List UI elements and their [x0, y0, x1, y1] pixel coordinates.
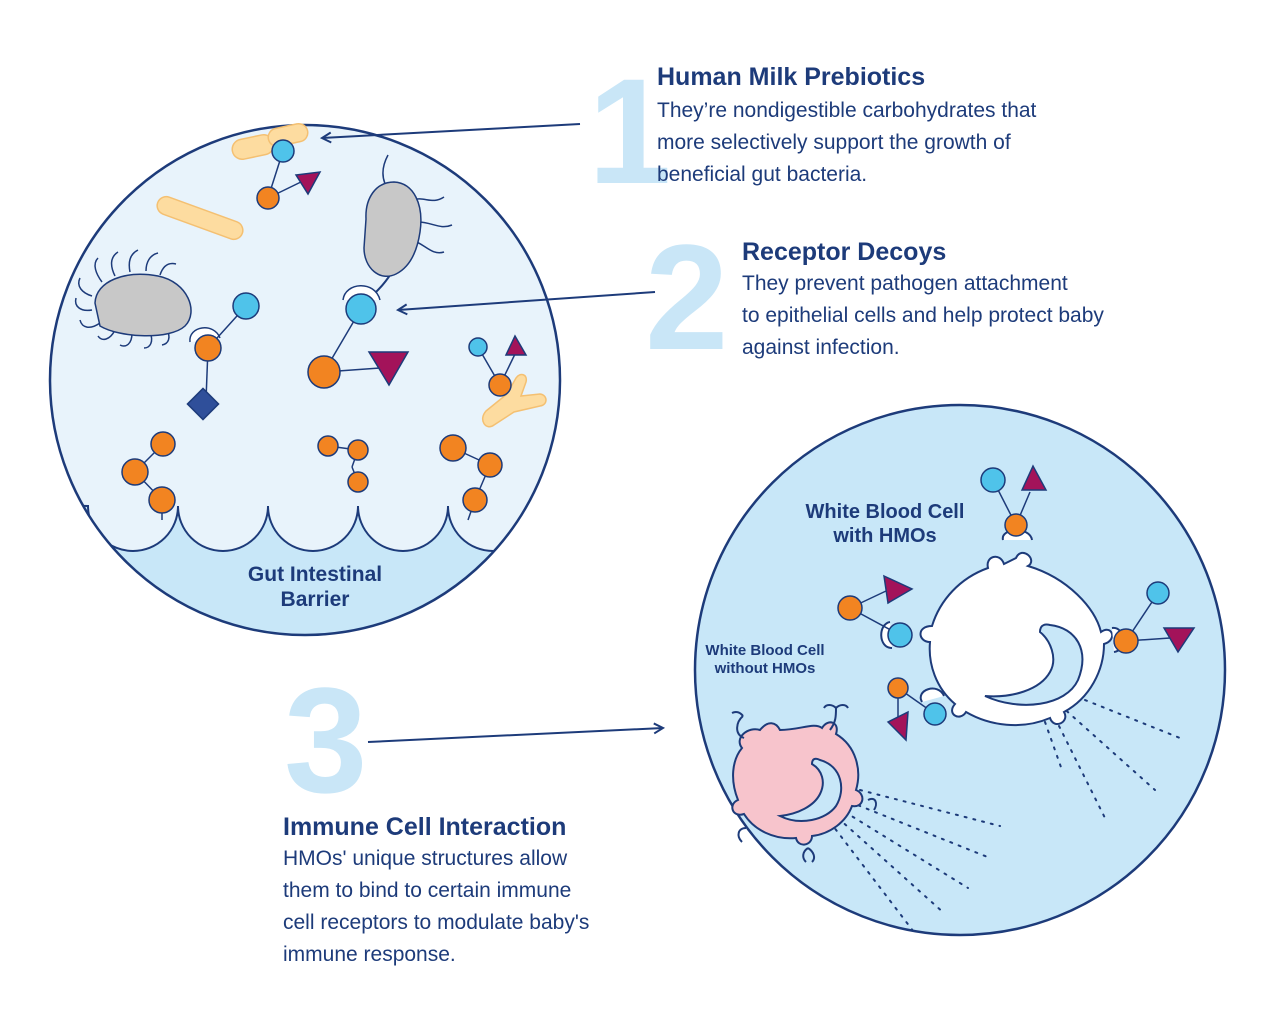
- hmo-chain-right: [439, 434, 503, 521]
- pathogen-bug: [363, 154, 453, 301]
- wbc-with-hmos-label-line: White Blood Cell: [805, 501, 965, 523]
- receptor-decoy-hmo: [307, 285, 410, 389]
- section-1-body-line: They’re nondigestible carbohydrates that: [657, 99, 1037, 122]
- arrow-prebiotics: [322, 123, 581, 138]
- section-2-title: Receptor Decoys: [742, 238, 947, 266]
- wbc-receptor-hmo-lower-left: [886, 677, 947, 742]
- section-2-number: 2: [645, 213, 729, 381]
- section-1-body: They’re nondigestible carbohydrates that…: [657, 95, 1036, 191]
- hmo-molecule-top: [256, 139, 322, 210]
- wbc-receptor-hmo-top: [980, 464, 1048, 541]
- wbc-without-hmos: [731, 704, 877, 863]
- gut-barrier-label-line: Gut Intestinal: [247, 563, 383, 586]
- wbc-with-hmos: [919, 551, 1114, 727]
- wbc-without-hmos-label: White Blood Cell without HMOs: [680, 642, 850, 678]
- section-2-body: They prevent pathogen attachment to epit…: [742, 268, 1104, 364]
- hmo-chain-middle: [317, 435, 369, 493]
- gut-barrier-label-line: Barrier: [280, 588, 350, 612]
- section-1-number: 1: [588, 47, 672, 215]
- section-3-number: 3: [284, 656, 368, 824]
- wbc-receptor-hmo-right: [1111, 581, 1196, 654]
- section-2-body-line: against infection.: [742, 336, 900, 359]
- wbc-with-hmos-label: White Blood Cell with HMOs: [765, 500, 1005, 548]
- wbc-without-hmos-label-line: without HMOs: [714, 660, 816, 677]
- section-3-body-line: HMOs' unique structures allow: [283, 847, 568, 870]
- section-1-title: Human Milk Prebiotics: [657, 63, 926, 91]
- section-3-body-line: them to bind to certain immune: [283, 879, 572, 902]
- gut-barrier-label: Gut Intestinal Barrier: [215, 562, 415, 612]
- arrow-immune-interaction: [367, 728, 663, 743]
- wbc-without-hmos-label-line: White Blood Cell: [705, 642, 825, 659]
- wbc-signal-dots-without: [829, 789, 1001, 935]
- section-1-body-line: beneficial gut bacteria.: [657, 163, 868, 186]
- section-3-title: Immune Cell Interaction: [283, 813, 567, 841]
- beneficial-bacteria-rod: [156, 195, 244, 241]
- y-shaped-bacteria: [482, 373, 547, 428]
- hmo-molecule-right: [468, 334, 528, 397]
- pathogen-hairy: [74, 249, 192, 349]
- section-3-body-line: immune response.: [283, 943, 456, 966]
- section-2-body-line: to epithelial cells and help protect bab…: [742, 304, 1104, 327]
- section-2-body-line: They prevent pathogen attachment: [742, 272, 1068, 295]
- section-1-body-line: more selectively support the growth of: [657, 131, 1011, 154]
- wbc-signal-dots-with: [1044, 689, 1181, 819]
- receptor-decoy-hmo-left: [186, 292, 260, 421]
- wbc-with-hmos-label-line: with HMOs: [833, 525, 937, 547]
- arrow-receptor-decoys: [398, 291, 656, 310]
- hmo-chain-left: [121, 431, 176, 520]
- wbc-receptor-hmo-left: [837, 574, 914, 649]
- section-3-body-line: cell receptors to modulate baby's: [283, 911, 590, 934]
- section-3-body: HMOs' unique structures allow them to bi…: [283, 843, 589, 971]
